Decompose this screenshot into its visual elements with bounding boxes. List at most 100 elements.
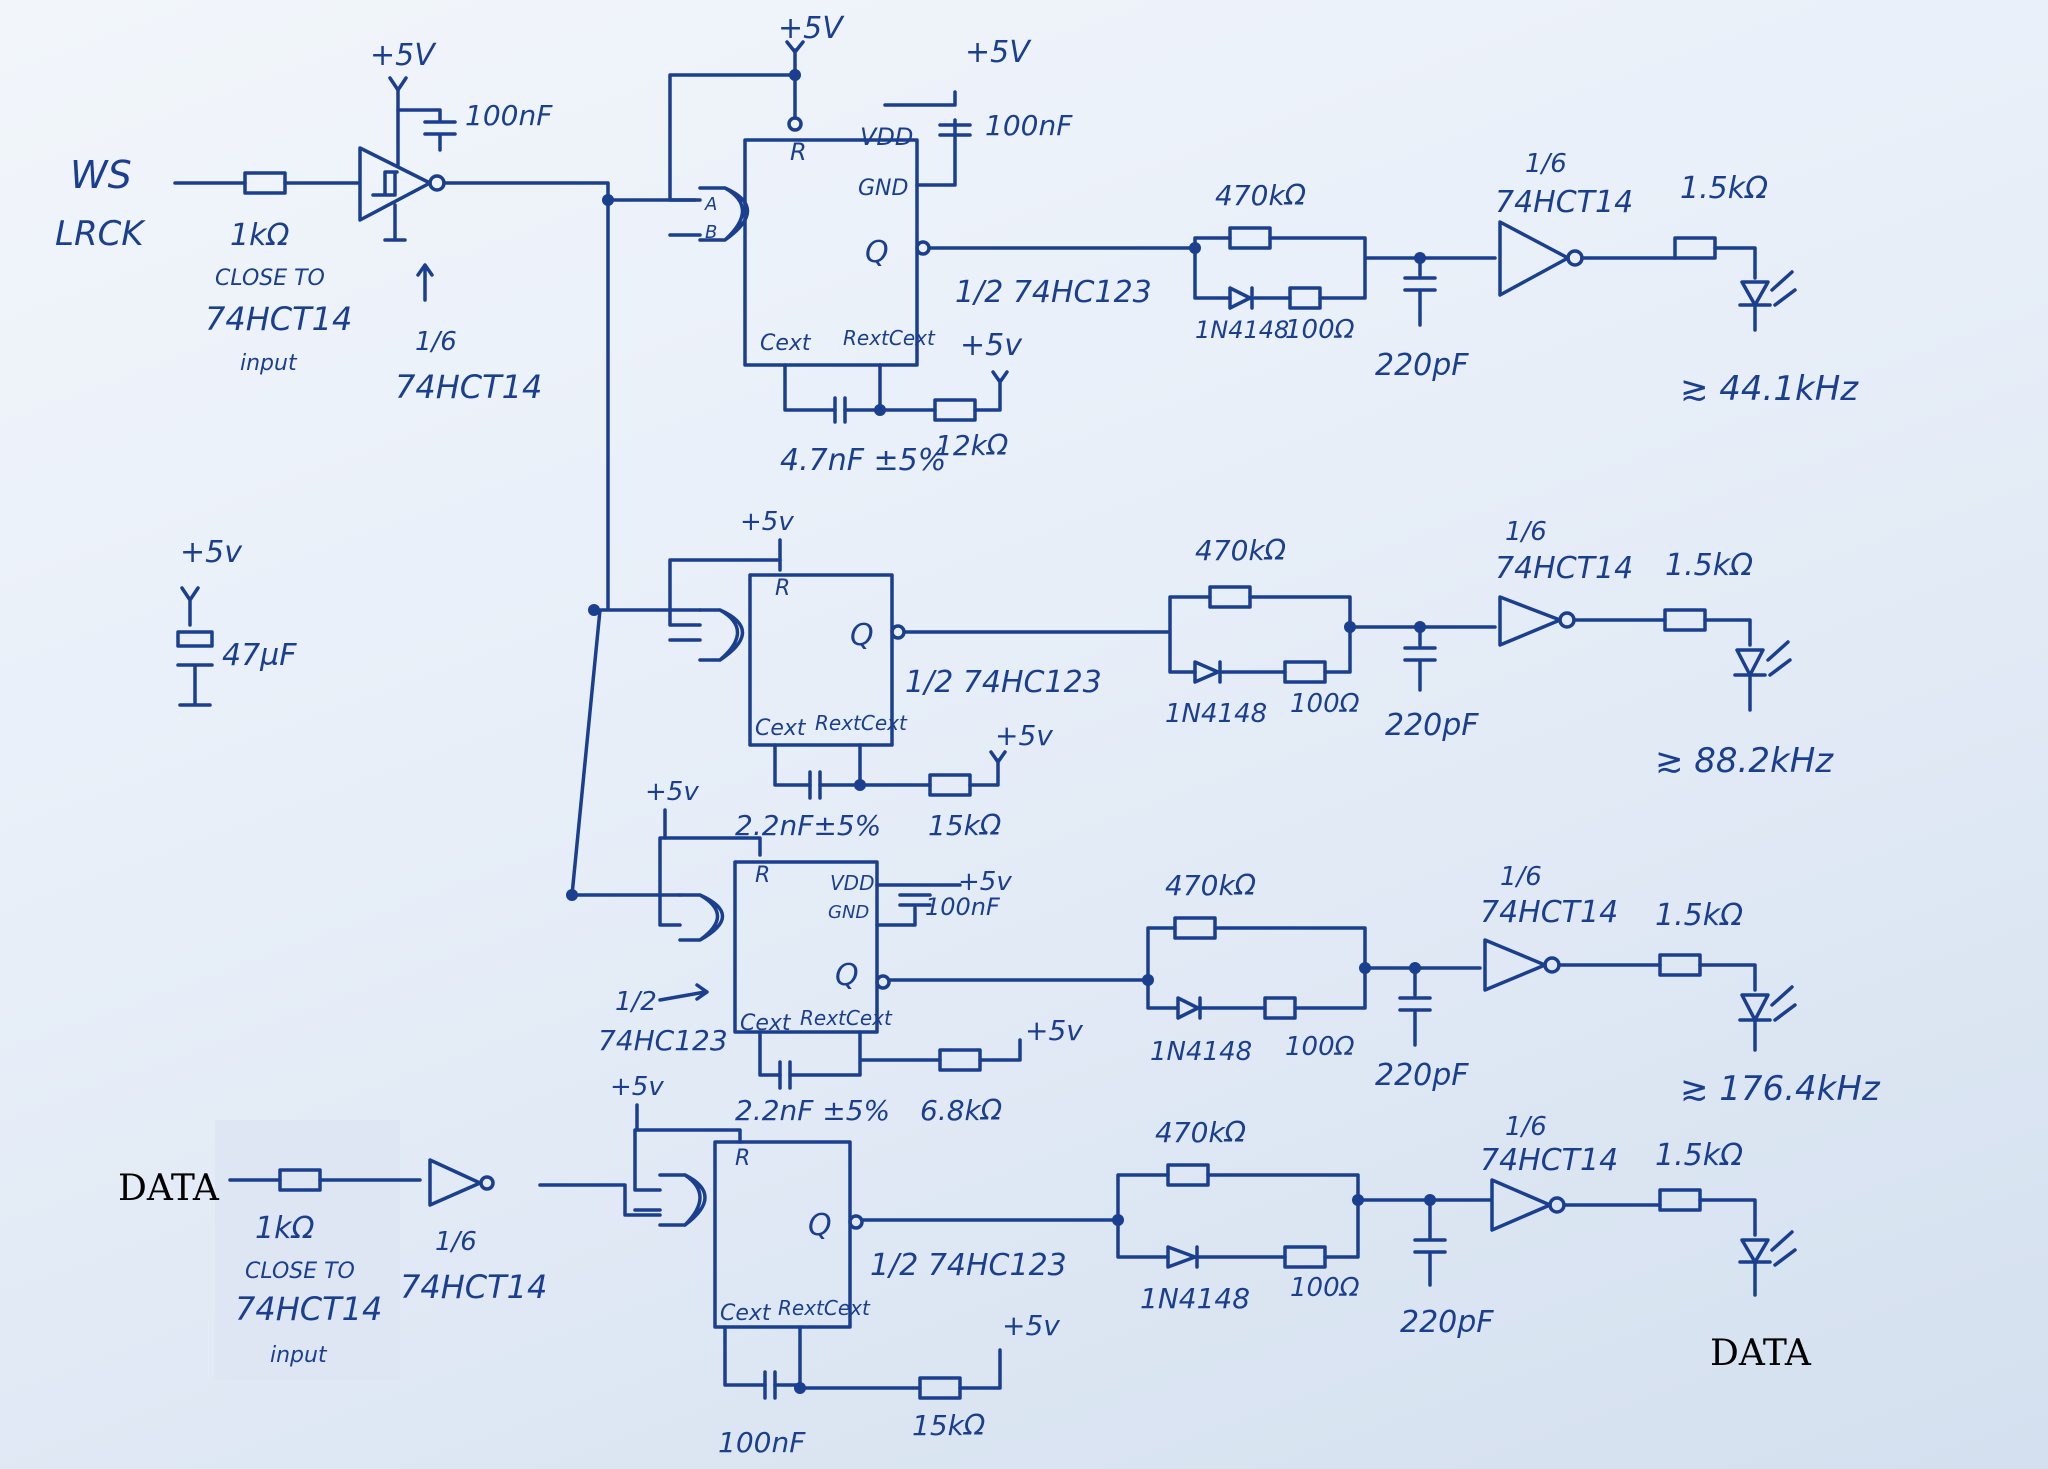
timing-cap-ch2 [808, 770, 822, 800]
vdd-pin-label-ch3: VDD [830, 871, 874, 895]
schmitt-inverter-ch3 [1483, 938, 1547, 992]
junction [1112, 1214, 1124, 1226]
ch1-res-label: 12kΩ [935, 429, 1009, 462]
ch1-freq-label: ≳ 44.1kHz [1680, 369, 1859, 409]
diode-ch2 [1193, 660, 1222, 684]
or-gate-4 [658, 1173, 707, 1227]
cext-pin-label: Cext [760, 331, 812, 356]
res-100-ch4 [1283, 1245, 1327, 1269]
one-sixth-label: 1/6 [415, 327, 457, 357]
gnd-pin-label: GND [858, 176, 908, 201]
q-pin-label: Q [865, 235, 889, 270]
ch3-res-label: 6.8kΩ [920, 1094, 1003, 1127]
monostable-ic-2 [748, 573, 894, 747]
channel-1: +5V R VDD GND A B Q Cext RextCext +5V 10… [668, 11, 1859, 478]
inverter-bubble [428, 174, 446, 192]
timing-resistor-ch3 [938, 1048, 982, 1072]
vcc-label-ch4: +5v [610, 1072, 664, 1102]
cext-pin-label-ch2: Cext [755, 716, 807, 741]
res-1k5-ch1 [1673, 236, 1717, 260]
res-1k-label-data: 1kΩ [255, 1211, 314, 1246]
res-1k5-ch2 [1663, 608, 1707, 632]
cap-220pf-label-ch3: 220pF [1375, 1058, 1469, 1093]
close-to-label-data: CLOSE TO [245, 1259, 355, 1284]
res-470k-ch2 [1208, 585, 1252, 609]
ch3-freq-label: ≳ 176.4kHz [1680, 1069, 1881, 1109]
res-1k5-ch4 [1658, 1188, 1702, 1212]
led-light-icon-ch4 [1770, 1230, 1797, 1267]
inverter-bubble-ch1 [1566, 249, 1584, 267]
bus-to-ch1 [442, 181, 702, 202]
q-bubble-ch4 [848, 1214, 864, 1230]
junction [1414, 252, 1426, 264]
cap-47uf-label: 47µF [222, 638, 297, 673]
q-bubble-ch3 [875, 974, 891, 990]
cap-220pf-ch1 [1403, 256, 1437, 327]
res-100-ch3 [1263, 996, 1297, 1020]
junction [1352, 1194, 1364, 1206]
ic-74hct14-label-ch1: 74HCT14 [1495, 185, 1633, 220]
inverter-power [383, 88, 407, 242]
one-sixth-label-ch1: 1/6 [1525, 149, 1567, 179]
res-1k5-ch3 [1658, 953, 1702, 977]
rext-pin-label: RextCext [843, 326, 936, 350]
junction [789, 69, 801, 81]
junction [1424, 1194, 1436, 1206]
ic-74hct14-label-data: 74HCT14 [235, 1290, 382, 1328]
rc-network-ch1 [928, 236, 1497, 300]
ic-74hct14-label-ch4: 74HCT14 [1480, 1143, 1618, 1178]
vcc-label: +5V [370, 38, 437, 73]
reset-pin-label-ch4: R [735, 1146, 750, 1171]
q-bubble-ch2 [890, 624, 906, 640]
or-gate-3 [678, 893, 725, 942]
timing-cap-ch4 [763, 1370, 777, 1400]
ic-74hc123-label-ch2: 1/2 74HC123 [905, 665, 1102, 700]
cext-pin-label-ch3: Cext [740, 1011, 792, 1036]
data-to-gate [538, 1183, 662, 1217]
ic-74hct14-label-data-2: 74HCT14 [400, 1268, 547, 1306]
vcc-label-ch1-dec: +5V [965, 35, 1032, 70]
junction [874, 404, 886, 416]
res-470k-ch3 [1173, 916, 1217, 940]
ic-74hct14-label-2: 74HCT14 [395, 368, 542, 406]
res-470k-label-ch1: 470kΩ [1215, 179, 1307, 212]
res-100-label-ch4: 100Ω [1290, 1273, 1360, 1303]
led-ch1 [1738, 280, 1772, 332]
decoupling-cap-ch3 [875, 883, 962, 927]
res-1k5-label-ch3: 1.5kΩ [1655, 898, 1743, 933]
channel-3: +5v R VDD GND Q Cext RextCext +5v 100nF … [598, 777, 1881, 1127]
diode-label-ch2: 1N4148 [1165, 699, 1267, 729]
q-pin-label-ch3: Q [835, 958, 859, 993]
q-pin-label-ch2: Q [850, 618, 874, 653]
res-1k5-label-ch2: 1.5kΩ [1665, 548, 1753, 583]
ws-label: WS [70, 153, 132, 197]
one-sixth-label-ch2: 1/6 [1505, 517, 1547, 547]
inverter-bubble-ch4 [1548, 1196, 1566, 1214]
input-resistor-data [278, 1168, 322, 1192]
ch2-res-label: 15kΩ [928, 809, 1002, 842]
led-ch3 [1738, 993, 1772, 1052]
diode-label-ch1: 1N4148 [1195, 316, 1289, 344]
led-ch2 [1733, 648, 1767, 712]
res-100-label-ch1: 100Ω [1285, 315, 1355, 345]
res-470k-ch1 [1228, 226, 1272, 250]
timing-resistor-ch1 [933, 398, 977, 422]
input-label: input [240, 351, 298, 376]
ic-74hc123-label-ch4: 1/2 74HC123 [870, 1248, 1067, 1283]
vcc-label-ch1: +5V [778, 11, 845, 46]
bulk-cap-plate [176, 630, 214, 648]
data-output-label: DATA [1710, 1333, 1812, 1374]
schmitt-inverter-ch2 [1498, 595, 1562, 647]
vcc-label-ch1-timing: +5v [960, 328, 1023, 363]
patch-panel [215, 1120, 400, 1380]
ch1-feedback [668, 73, 797, 237]
vcc-label-ch3: +5v [645, 777, 699, 807]
diode-ch4 [1166, 1245, 1199, 1269]
schmitt-inverter-ch1 [1498, 220, 1570, 297]
bulk-cap-ground [176, 663, 214, 707]
ch3-cap-label: 2.2nF ±5% [735, 1094, 890, 1127]
res-100-label-ch2: 100Ω [1290, 689, 1360, 719]
timing-wires-ch3 [758, 1030, 1022, 1077]
rext-pin-label-ch3: RextCext [800, 1006, 893, 1030]
rc-network-ch3 [888, 926, 1482, 1010]
